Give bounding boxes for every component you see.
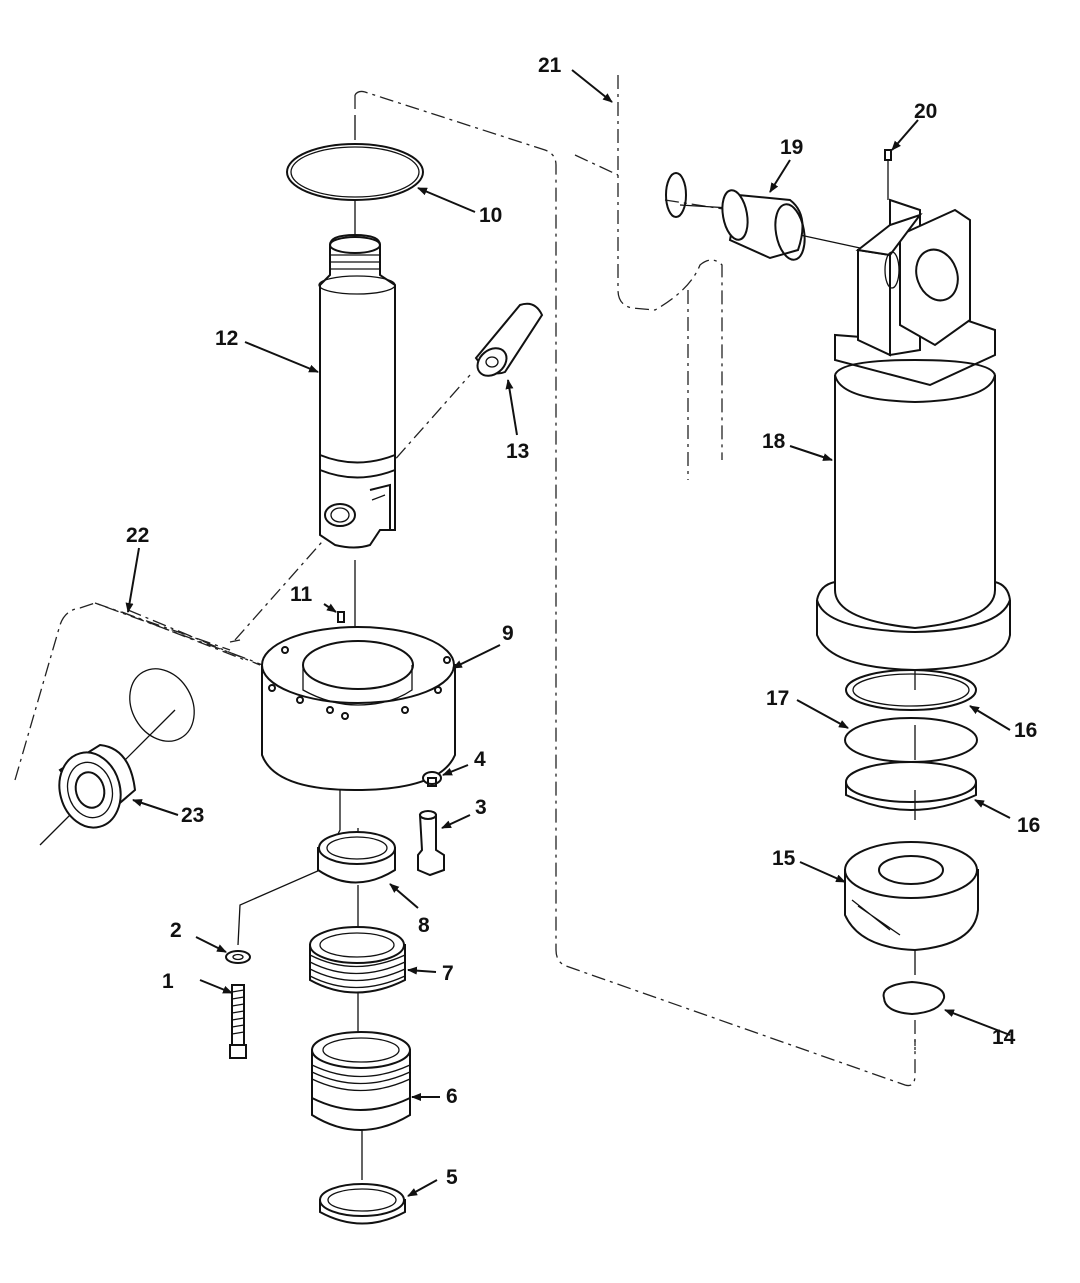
callout-2: 2 — [170, 919, 182, 942]
callout-22: 22 — [126, 524, 149, 547]
callout-20: 20 — [914, 100, 937, 123]
part-15-lock-nut — [844, 841, 979, 952]
callout-7: 7 — [442, 962, 454, 985]
part-1-screw — [229, 984, 247, 1059]
callout-labels: 1 2 3 4 5 6 7 8 9 10 11 12 13 14 15 16 1… — [126, 54, 1040, 1189]
part-17-seal — [844, 717, 978, 763]
callout-17: 17 — [766, 687, 789, 710]
part-13-pin — [474, 302, 544, 377]
part-16-seal-lower — [845, 761, 977, 811]
part-20-set-screw — [884, 149, 892, 161]
callout-1: 1 — [162, 970, 174, 993]
callout-8: 8 — [418, 914, 430, 937]
callout-18: 18 — [762, 430, 786, 453]
callout-16-lower: 16 — [1017, 814, 1040, 837]
callout-16-upper: 16 — [1014, 719, 1037, 742]
part-11-dowel — [337, 611, 345, 623]
part-5-backup-ring — [319, 1183, 406, 1225]
part-19-clevis-pin — [665, 172, 806, 261]
part-16-seal-upper — [845, 669, 977, 711]
part-10-o-ring — [286, 143, 424, 201]
part-9-head-block — [261, 626, 456, 792]
callout-9: 9 — [502, 622, 514, 645]
part-7-threaded-ring — [309, 926, 406, 994]
callout-3: 3 — [475, 796, 487, 819]
centerlines — [39, 115, 916, 1180]
part-23-bearing — [58, 668, 195, 829]
part-18-cylinder-barrel — [816, 198, 1011, 672]
callout-11: 11 — [290, 583, 313, 606]
phantom-bracket-upper — [354, 90, 916, 1087]
callout-23: 23 — [181, 804, 204, 827]
callout-19: 19 — [780, 136, 803, 159]
part-12-piston-rod — [318, 233, 396, 549]
part-2-washer — [225, 950, 251, 964]
callout-21: 21 — [538, 54, 562, 77]
callout-12: 12 — [215, 327, 238, 350]
part-3-fitting — [417, 810, 445, 877]
callout-15: 15 — [772, 847, 796, 870]
phantom-bracket-right — [574, 75, 731, 480]
callout-10: 10 — [479, 204, 502, 227]
part-6-gland-nut — [311, 1031, 411, 1131]
callout-14: 14 — [992, 1026, 1016, 1049]
callout-13: 13 — [506, 440, 529, 463]
callout-5: 5 — [446, 1166, 458, 1189]
leader-lines — [125, 69, 1011, 1197]
part-8-wiper-ring — [317, 831, 396, 884]
part-4-plug — [422, 771, 442, 787]
callout-6: 6 — [446, 1085, 458, 1108]
phantom-bracket-left — [14, 602, 266, 781]
part-14-snap-ring — [882, 980, 946, 1016]
callout-4: 4 — [474, 748, 486, 771]
